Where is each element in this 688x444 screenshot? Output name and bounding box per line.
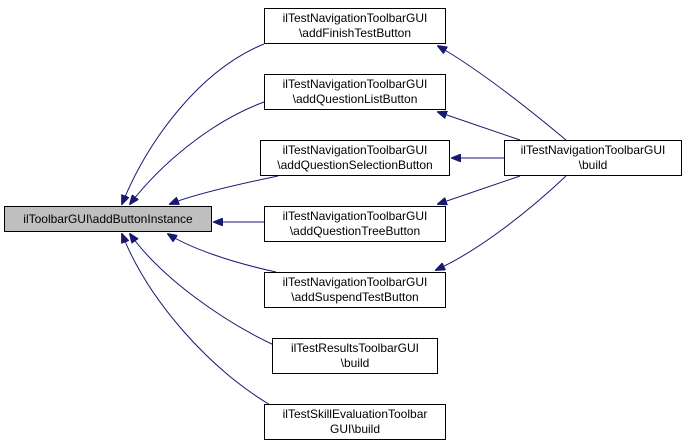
node-label: \build	[340, 356, 370, 370]
node-label: \addFinishTestButton	[298, 26, 412, 40]
node-add-question-selection-button[interactable]: ilTestNavigationToolbarGUI \addQuestionS…	[260, 140, 450, 176]
edge-qsel-to-root	[170, 175, 279, 204]
node-label: ilTestNavigationToolbarGUI	[282, 143, 428, 157]
edge-build-to-qlist	[438, 112, 521, 141]
node-label: GUI\build	[329, 422, 381, 436]
node-label: ilTestNavigationToolbarGUI	[282, 77, 428, 91]
node-label: \addQuestionSelectionButton	[277, 158, 433, 172]
node-add-finish-test-button[interactable]: ilTestNavigationToolbarGUI \addFinishTes…	[264, 8, 446, 44]
node-add-question-tree-button[interactable]: ilTestNavigationToolbarGUI \addQuestionT…	[264, 206, 446, 242]
node-label: \addQuestionListButton	[292, 92, 418, 106]
edge-susp-to-root	[168, 234, 277, 273]
edge-build-to-susp	[436, 175, 567, 270]
node-label: ilTestNavigationToolbarGUI	[282, 275, 428, 289]
node-navigation-toolbar-build[interactable]: ilTestNavigationToolbarGUI \build	[504, 140, 682, 176]
node-test-results-toolbar-build[interactable]: ilTestResultsToolbarGUI \build	[272, 338, 438, 374]
node-label: \addQuestionTreeButton	[289, 224, 421, 238]
node-label: \build	[578, 158, 608, 172]
node-skill-evaluation-toolbar-build[interactable]: ilTestSkillEvaluationToolbar GUI\build	[264, 404, 446, 440]
edge-build-to-finish	[438, 46, 567, 141]
node-label: ilTestNavigationToolbarGUI	[282, 11, 428, 25]
node-label: ilToolbarGUI\addButtonInstance	[23, 211, 193, 226]
edge-qlist-to-root	[130, 101, 265, 204]
node-label: \addSuspendTestButton	[291, 290, 419, 304]
node-add-suspend-test-button[interactable]: ilTestNavigationToolbarGUI \addSuspendTe…	[264, 272, 446, 308]
edge-tr-to-root	[130, 234, 277, 347]
node-label: ilTestNavigationToolbarGUI	[520, 143, 666, 157]
edge-se-to-root	[122, 234, 273, 407]
edge-finish-to-root	[122, 43, 265, 204]
edge-build-to-qtree	[438, 175, 521, 204]
node-toolbar-add-button-instance[interactable]: ilToolbarGUI\addButtonInstance	[4, 206, 212, 232]
node-label: ilTestNavigationToolbarGUI	[282, 209, 428, 223]
node-label: ilTestResultsToolbarGUI	[290, 341, 420, 355]
node-add-question-list-button[interactable]: ilTestNavigationToolbarGUI \addQuestionL…	[264, 74, 446, 110]
node-label: ilTestSkillEvaluationToolbar	[282, 407, 428, 421]
